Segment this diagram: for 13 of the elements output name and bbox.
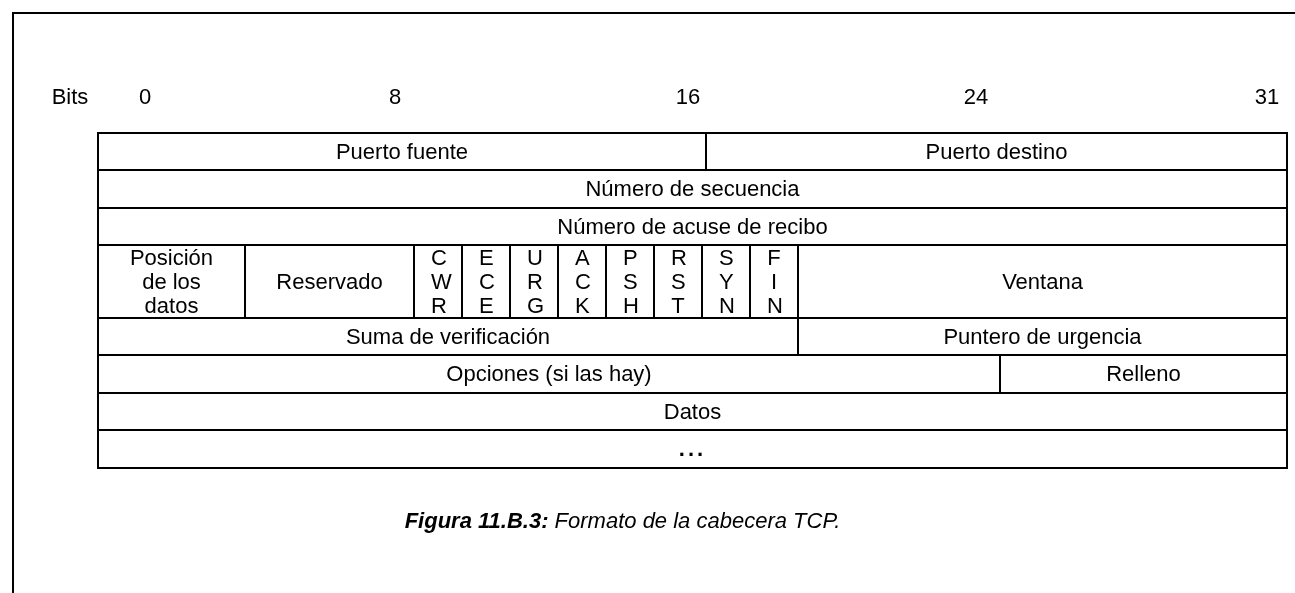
bit-number: 8	[388, 84, 402, 110]
bit-number: 31	[1254, 84, 1280, 110]
header-field: Puerto fuente	[97, 132, 707, 171]
header-field: ...	[97, 429, 1288, 469]
header-field: Número de secuencia	[97, 169, 1288, 209]
header-field: Puerto destino	[705, 132, 1288, 171]
bit-number: 24	[963, 84, 989, 110]
bit-number: 16	[675, 84, 701, 110]
header-field: Datos	[97, 392, 1288, 431]
header-field: Número de acuse de recibo	[97, 207, 1288, 246]
bit-number: 0	[138, 84, 152, 110]
axis-label: Bits	[51, 84, 89, 110]
figure-caption: Figura 11.B.3: Formato de la cabecera TCP.	[403, 508, 842, 534]
